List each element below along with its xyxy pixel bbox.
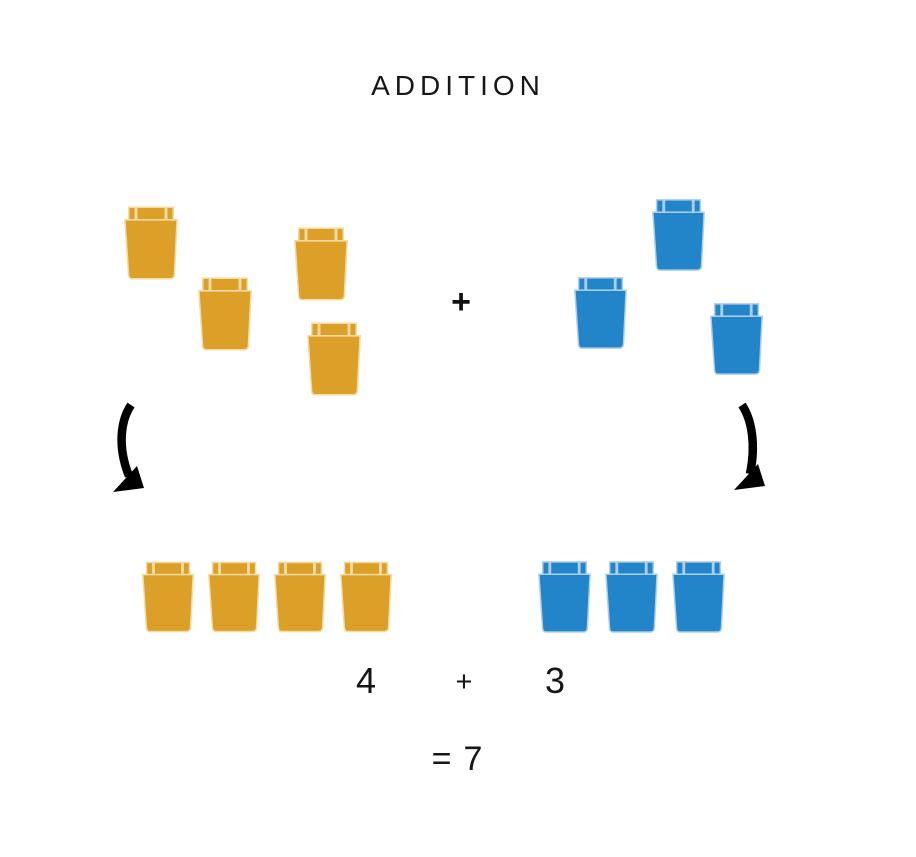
- lego-brick-icon: [710, 303, 763, 375]
- lego-brick-icon: [340, 561, 392, 633]
- addend2-value: 3: [544, 660, 566, 701]
- plus-operator-top: +: [451, 283, 471, 321]
- lego-brick-icon: [124, 206, 178, 280]
- lego-brick-icon: [198, 277, 252, 351]
- lego-brick-icon: [294, 227, 348, 301]
- result-line: = 7: [432, 740, 483, 779]
- lego-brick-icon: [538, 561, 591, 633]
- lego-brick-icon: [574, 277, 627, 349]
- lego-brick-icon: [274, 561, 326, 633]
- plus-operator-equation: +: [455, 666, 473, 698]
- addend1-value: 4: [355, 660, 377, 701]
- lego-brick-icon: [605, 561, 658, 633]
- curved-arrow-left-icon: [113, 402, 144, 492]
- lego-brick-icon: [307, 322, 361, 396]
- curved-arrow-right-icon: [734, 402, 765, 490]
- lego-brick-icon: [672, 561, 725, 633]
- sum-value: 7: [463, 740, 483, 778]
- lego-brick-icon: [652, 199, 705, 271]
- lego-brick-icon: [142, 561, 194, 633]
- lego-brick-icon: [208, 561, 260, 633]
- page-title: ADDITION: [371, 70, 545, 101]
- equals-sign: =: [431, 740, 452, 778]
